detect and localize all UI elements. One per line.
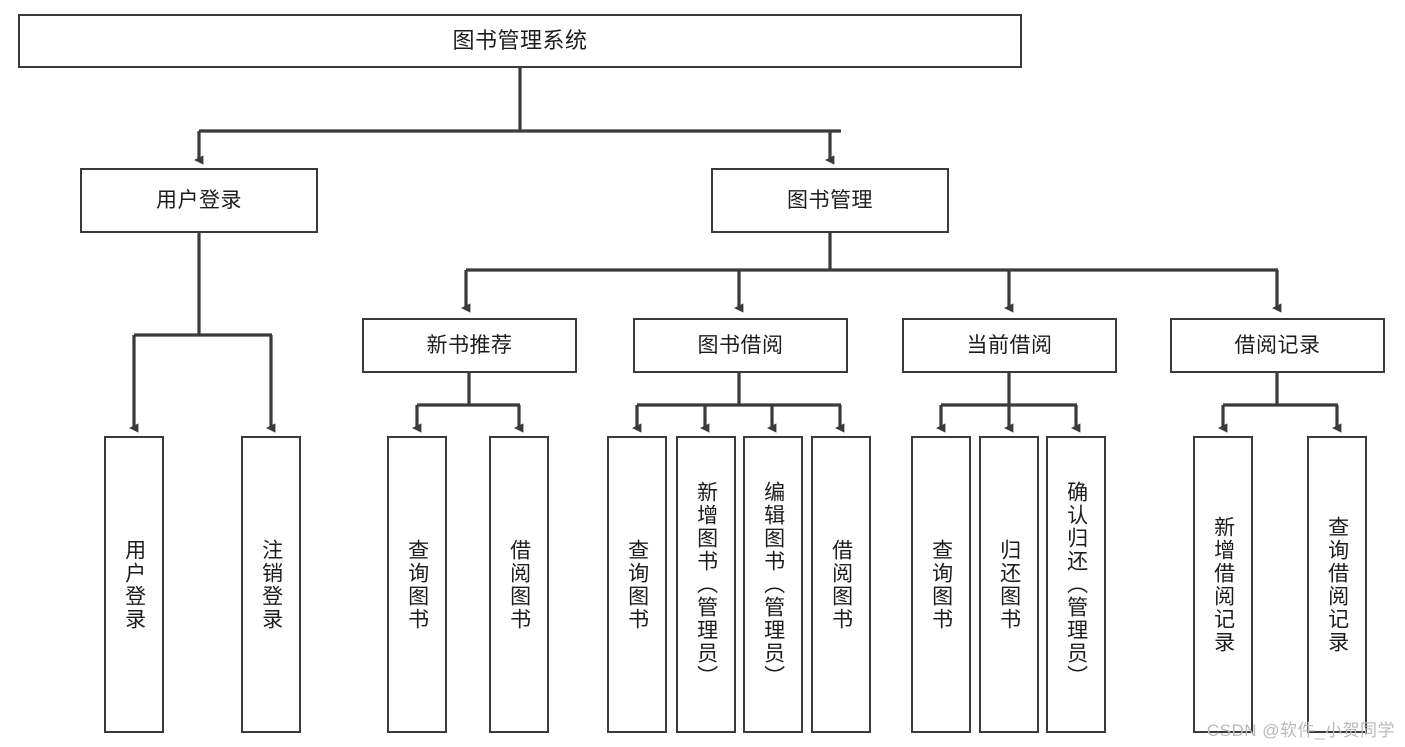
node-root-system[interactable]: 图书管理系统 [18,14,1022,68]
leaf-query-book-current[interactable]: 查询图书 [911,436,971,733]
node-label: 查询借阅记录 [1325,515,1349,654]
leaf-confirm-return-admin[interactable]: 确认归还（管理员） [1046,436,1106,733]
node-new-book-recommend[interactable]: 新书推荐 [362,318,577,373]
node-label: 编辑图书（管理员） [761,481,785,688]
node-label: 查询图书 [625,538,649,631]
node-current-borrow[interactable]: 当前借阅 [902,318,1117,373]
node-label: 图书管理 [787,188,873,212]
node-label: 借阅图书 [829,538,853,631]
leaf-add-borrow-record[interactable]: 新增借阅记录 [1193,436,1253,733]
leaf-query-borrow-record[interactable]: 查询借阅记录 [1307,436,1367,733]
node-label: 图书借阅 [697,333,784,357]
leaf-query-book-borrow[interactable]: 查询图书 [607,436,667,733]
node-label: 新增图书（管理员） [694,481,718,688]
leaf-user-login[interactable]: 用户登录 [104,436,164,733]
leaf-borrow-book-recommend[interactable]: 借阅图书 [489,436,549,733]
node-book-management[interactable]: 图书管理 [711,168,949,233]
node-label: 用户登录 [122,538,146,631]
node-label: 查询图书 [405,538,429,631]
node-label: 确认归还（管理员） [1064,481,1088,688]
leaf-edit-book-admin[interactable]: 编辑图书（管理员） [743,436,803,733]
node-label: 新增借阅记录 [1211,515,1235,654]
node-book-borrow[interactable]: 图书借阅 [633,318,848,373]
leaf-borrow-book[interactable]: 借阅图书 [811,436,871,733]
leaf-add-book-admin[interactable]: 新增图书（管理员） [676,436,736,733]
leaf-query-book-recommend[interactable]: 查询图书 [387,436,447,733]
leaf-logout[interactable]: 注销登录 [241,436,301,733]
node-label: 当前借阅 [966,333,1053,357]
node-label: 用户登录 [156,188,242,212]
node-label: 注销登录 [259,538,283,631]
node-label: 借阅图书 [507,538,531,631]
leaf-return-book[interactable]: 归还图书 [979,436,1039,733]
node-user-login[interactable]: 用户登录 [80,168,318,233]
node-borrow-record[interactable]: 借阅记录 [1170,318,1385,373]
node-label: 借阅记录 [1234,333,1321,357]
node-label: 图书管理系统 [452,27,588,53]
node-label: 新书推荐 [426,333,513,357]
node-label: 查询图书 [929,538,953,631]
node-label: 归还图书 [997,538,1021,631]
